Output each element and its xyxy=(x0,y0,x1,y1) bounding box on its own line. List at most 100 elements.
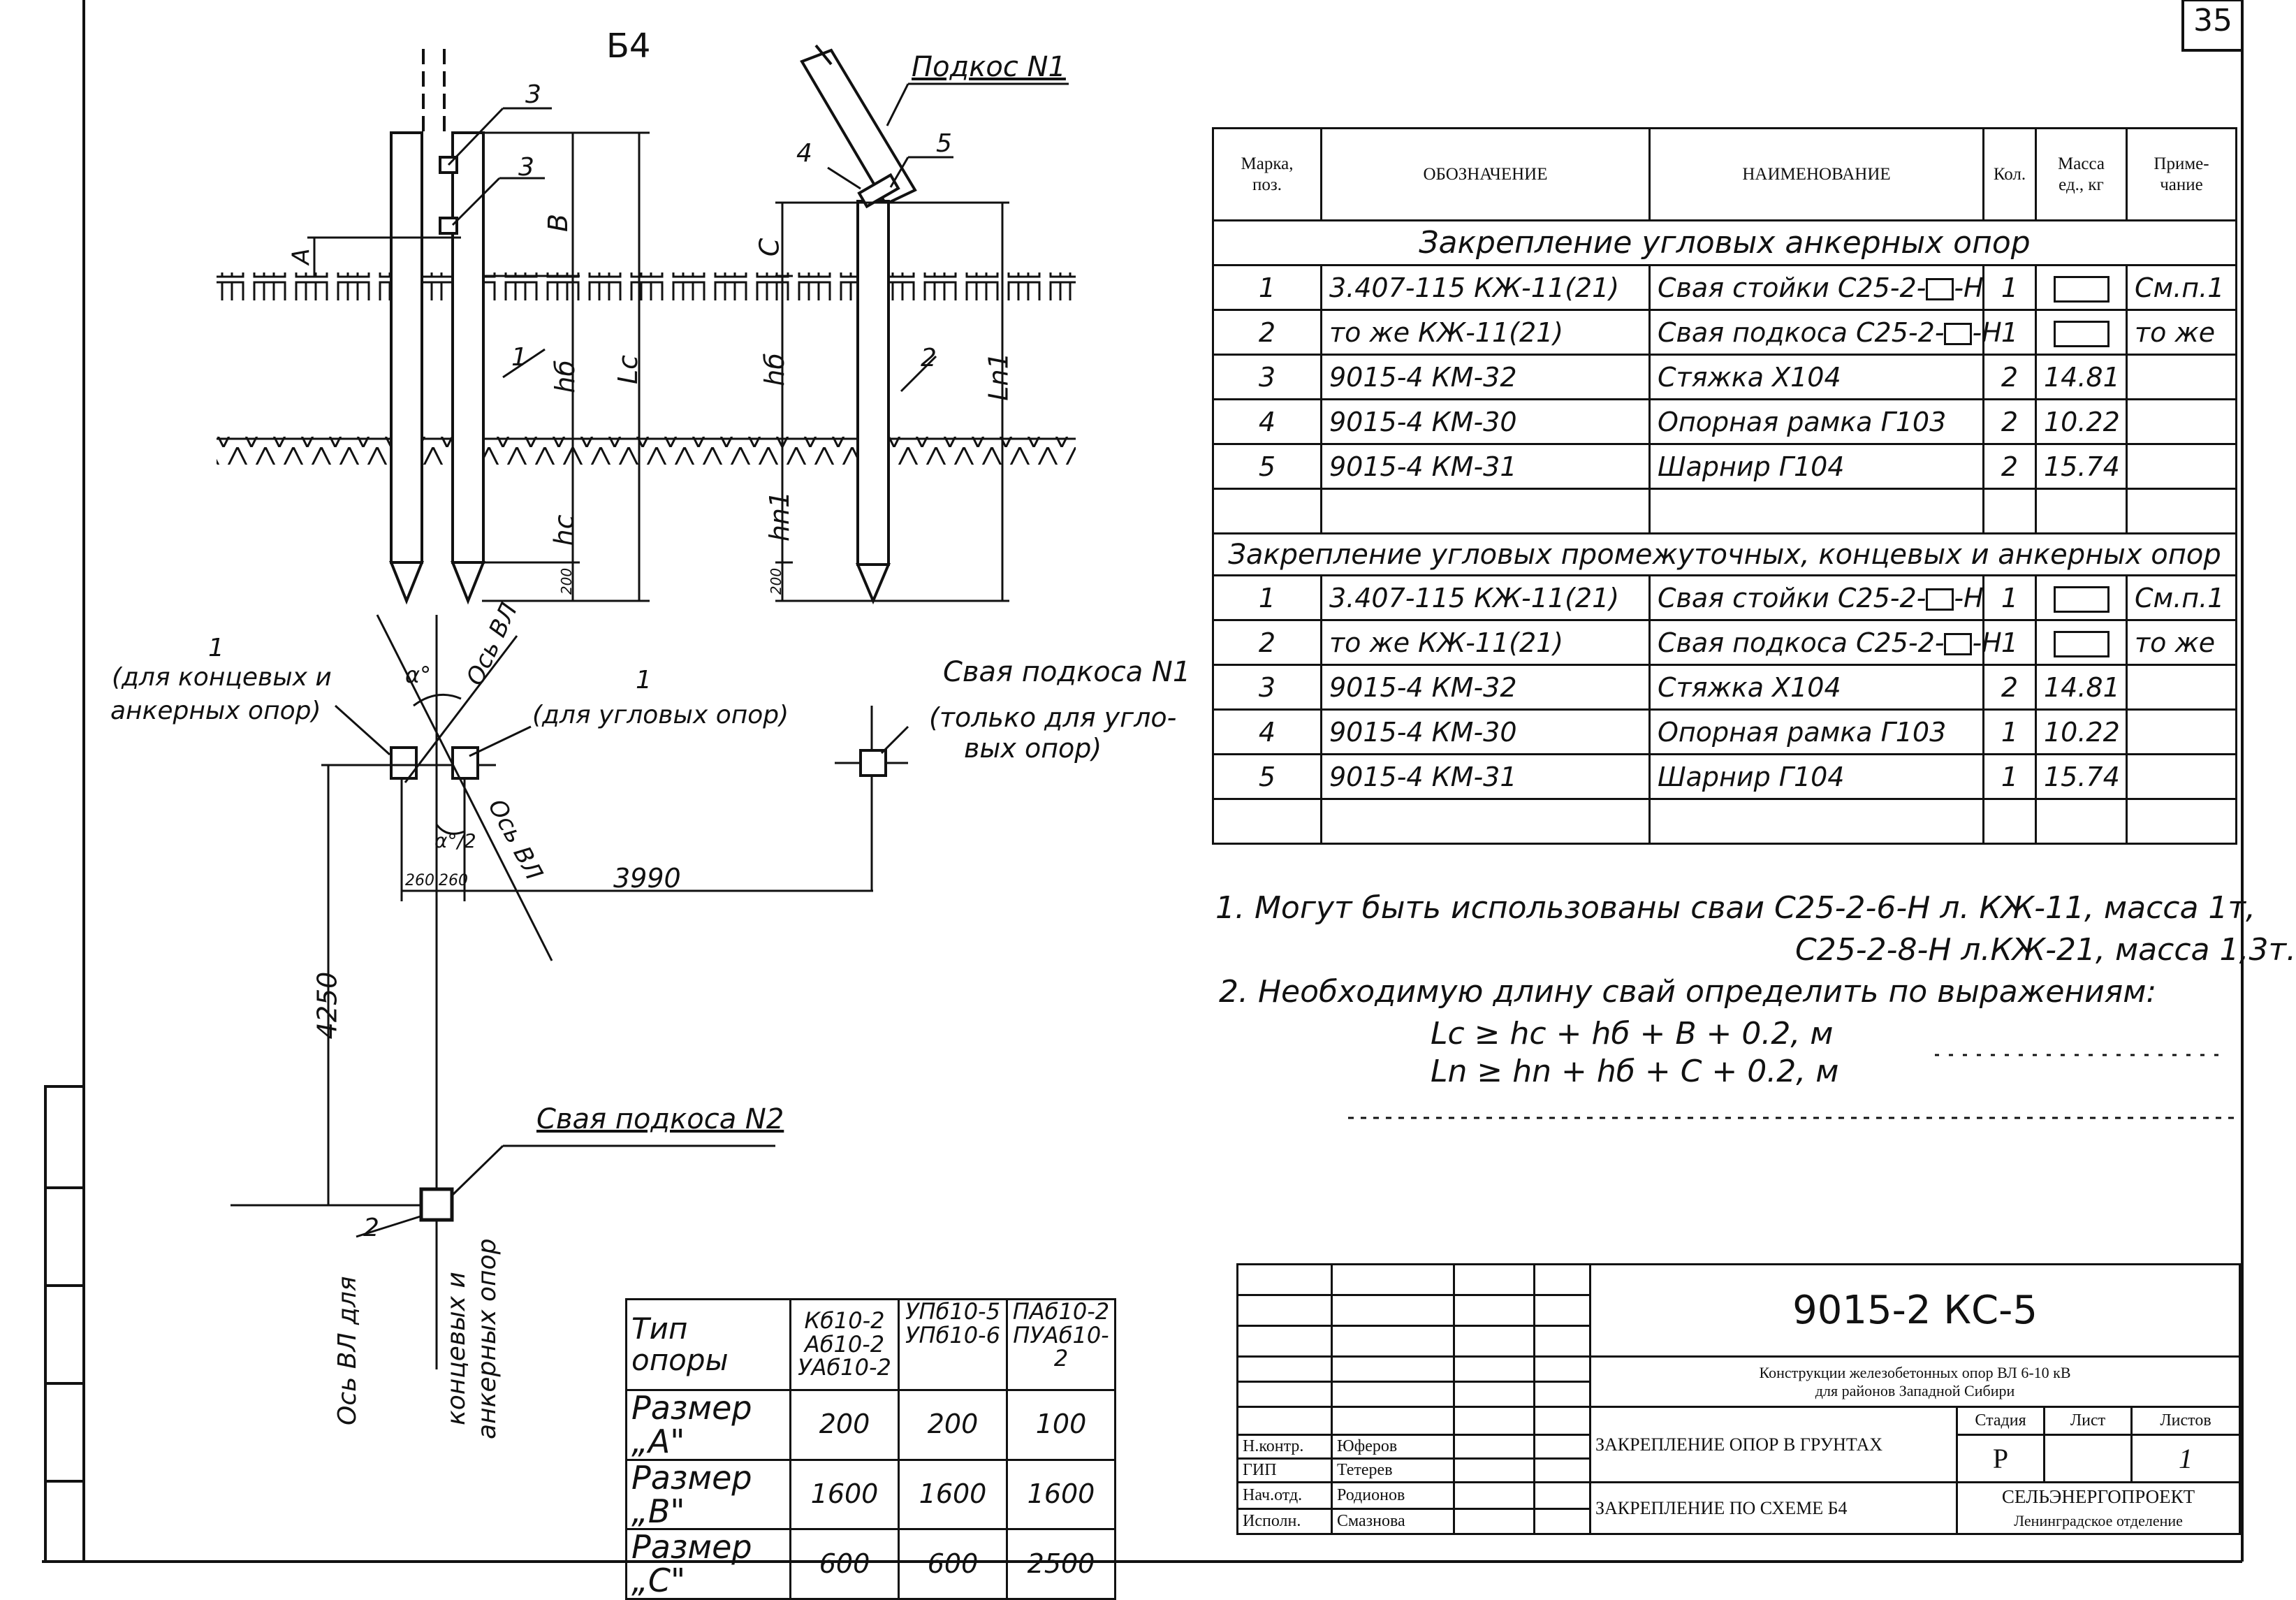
axis-end-l1: Ось ВЛ для xyxy=(333,1276,362,1425)
col-note: Приме-чание xyxy=(2126,127,2237,221)
brace1-label: Подкос N1 xyxy=(912,51,1066,83)
blank-box xyxy=(1944,633,1973,655)
plan-corner-note: (для угловых опор) xyxy=(532,701,789,729)
ground-surface xyxy=(217,272,1076,300)
plan-callout-2: 2 xyxy=(363,1214,379,1242)
title-1: ЗАКРЕПЛЕНИЕ ОПОР В ГРУНТАХ xyxy=(1589,1406,1958,1483)
page-number: 35 xyxy=(2193,3,2232,38)
plan-end-note-l1: (для концевых и xyxy=(112,663,332,692)
blank-box xyxy=(1926,278,1954,300)
plan-end-callout: 1 xyxy=(208,634,224,662)
dimension-lines xyxy=(307,131,1009,602)
scheme-label: Б4 xyxy=(606,27,651,66)
col-code: ОБОЗНАЧЕНИЕ xyxy=(1320,127,1651,221)
plan-view xyxy=(231,614,909,1369)
brace-pile-1-label: Свая подкоса N1 xyxy=(943,656,1191,688)
alpha-half-label: α°/2 xyxy=(434,829,476,852)
sheet-frame xyxy=(42,0,2244,1563)
dim-200-right: 200 xyxy=(768,567,785,595)
note-1-line-1: 1. Могут быть использованы сваи С25-2-6-… xyxy=(1215,890,2256,926)
misc-lines xyxy=(1348,1054,2239,1119)
alpha-label: α° xyxy=(405,662,432,688)
brace-pile-2-label: Свая подкоса N2 xyxy=(536,1103,784,1135)
col-mark: Марка,поз. xyxy=(1212,127,1322,221)
section-title-2: Закрепление угловых промежуточных, конце… xyxy=(1212,532,2237,576)
sheets-value: 1 xyxy=(2130,1434,2242,1483)
callout-4: 4 xyxy=(796,139,812,168)
dim-hn1: hn1 xyxy=(764,490,796,542)
dim-4250: 4250 xyxy=(312,971,343,1040)
callout-1: 1 xyxy=(511,343,527,372)
callout-leaders xyxy=(447,82,1069,226)
plan-corner-callout: 1 xyxy=(636,666,652,694)
col-name: НАИМЕНОВАНИЕ xyxy=(1648,127,1984,221)
project-name: Конструкции железобетонных опор ВЛ 6-10 … xyxy=(1588,1355,2242,1408)
formula-lc: Lc ≥ hc + hб + B + 0.2, м xyxy=(1431,1016,1834,1052)
dim-c: C xyxy=(754,238,785,257)
dim-hc: hc xyxy=(548,514,580,546)
blank-box xyxy=(1944,323,1973,345)
note-2: 2. Необходимую длину свай определить по … xyxy=(1219,974,2157,1010)
blank-box xyxy=(1926,588,1954,611)
col-qty: Кол. xyxy=(1982,127,2037,221)
dim-3990: 3990 xyxy=(613,863,681,894)
dim-b: B xyxy=(543,213,574,233)
stage-header: Стадия xyxy=(1956,1406,2045,1436)
dim-260a: 260 xyxy=(405,872,434,889)
dim-hb-right: hб xyxy=(759,353,790,386)
specification-table: Марка,поз. ОБОЗНАЧЕНИЕ НАИМЕНОВАНИЕ Кол.… xyxy=(1212,127,2237,845)
note-1-line-2: С25-2-8-Н л.КЖ-21, масса 1,3т. xyxy=(1795,932,2296,968)
section-title-1: Закрепление угловых анкерных опор xyxy=(1212,219,2237,266)
drawing-code: 9015-2 КС-5 xyxy=(1588,1263,2242,1358)
axis-end-l3: анкерных опор xyxy=(473,1238,502,1440)
callout-3a: 3 xyxy=(525,80,541,109)
pile-stand-elevation xyxy=(389,49,485,605)
sheet-header: Лист xyxy=(2043,1406,2133,1436)
title-2: ЗАКРЕПЛЕНИЕ ПО СХЕМЕ Б4 xyxy=(1589,1481,1958,1535)
callout-2: 2 xyxy=(921,344,937,372)
col-type: Тип опоры xyxy=(625,1298,791,1391)
brace-elevation xyxy=(800,44,917,605)
sheets-header: Листов xyxy=(2130,1406,2242,1436)
blank-box xyxy=(2053,586,2109,613)
title-block: 9015-2 КС-5 Конструкции железобетонных о… xyxy=(1236,1263,2242,1535)
dim-a: A xyxy=(287,248,316,265)
soil-hatch xyxy=(217,437,1076,465)
axis-end-l2: концевых и xyxy=(442,1272,471,1425)
dim-hb-left: hб xyxy=(549,360,580,393)
dim-200-left: 200 xyxy=(558,567,576,595)
plan-end-note-l2: анкерных опор) xyxy=(110,697,321,725)
dim-260b: 260 xyxy=(439,872,468,889)
dim-lc: Lc xyxy=(613,354,644,385)
callout-3b: 3 xyxy=(518,153,534,182)
brace-pile-1-note-l2: вых опор) xyxy=(964,733,1102,764)
dim-ln1: Ln1 xyxy=(983,352,1014,401)
brace-pile-1-note-l1: (только для угло- xyxy=(929,702,1177,733)
blank-box xyxy=(2053,276,2109,303)
blank-box xyxy=(2053,321,2109,347)
stage-value: Р xyxy=(1956,1434,2045,1483)
blank-box xyxy=(2053,631,2109,657)
formula-ln: Ln ≥ hn + hб + C + 0.2, м xyxy=(1431,1054,1839,1089)
callout-5: 5 xyxy=(936,129,952,158)
